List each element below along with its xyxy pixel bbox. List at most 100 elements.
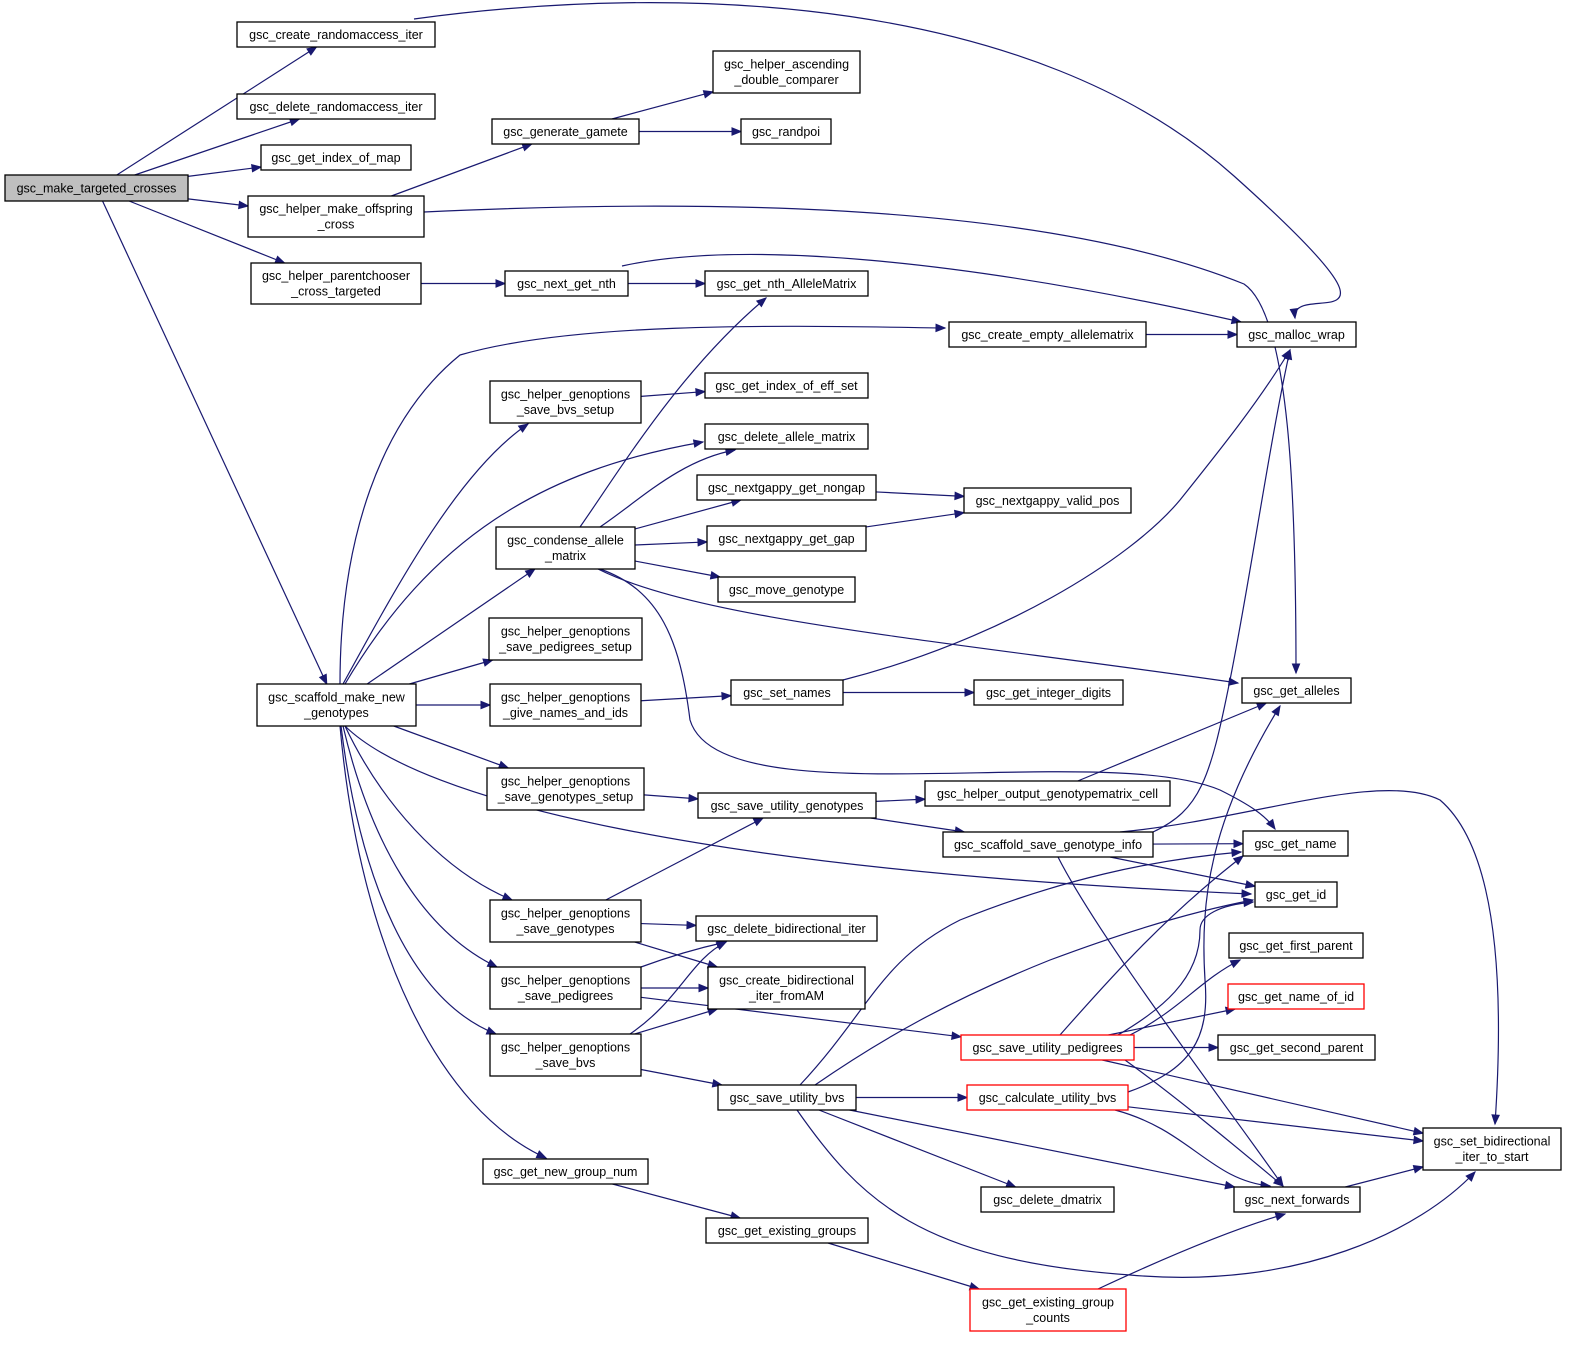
node-box	[489, 966, 642, 1010]
node-get_existing_group_counts[interactable]: gsc_get_existing_group_counts	[969, 1288, 1127, 1332]
node-save_genotypes_setup[interactable]: gsc_helper_genoptions_save_genotypes_set…	[486, 767, 645, 811]
node-calculate_utility_bvs[interactable]: gsc_calculate_utility_bvs	[966, 1084, 1129, 1111]
node-label: gsc_create_randomaccess_iter	[249, 28, 423, 42]
node-label: gsc_helper_make_offspring	[259, 202, 412, 216]
node-box	[924, 780, 1171, 807]
node-delete_allele_matrix[interactable]: gsc_delete_allele_matrix	[704, 423, 869, 450]
node-label: gsc_nextgappy_get_nongap	[708, 481, 865, 495]
edge-save_utility_bvs-to-next_forwards	[849, 1109, 1236, 1190]
edge-save_pedigrees-to-save_utility_pedigrees	[640, 996, 963, 1040]
edge-save_bvs-to-delete_bidirectional_iter	[629, 941, 728, 1035]
edge-generate_gamete-to-randpoi	[639, 127, 743, 136]
node-label: gsc_helper_genoptions	[501, 907, 630, 921]
node-label: gsc_randpoi	[752, 125, 820, 139]
node-save_utility_genotypes[interactable]: gsc_save_utility_genotypes	[697, 792, 877, 819]
node-label: gsc_set_names	[743, 686, 831, 700]
node-box	[1233, 1186, 1361, 1213]
node-create_empty_allelematrix[interactable]: gsc_create_empty_allelematrix	[948, 321, 1147, 348]
node-create_randomaccess_iter[interactable]: gsc_create_randomaccess_iter	[236, 21, 436, 48]
node-save_bvs_setup[interactable]: gsc_helper_genoptions_save_bvs_setup	[489, 380, 642, 424]
node-nextgappy_get_nongap[interactable]: gsc_nextgappy_get_nongap	[696, 474, 877, 501]
node-label: _save_bvs	[535, 1056, 596, 1070]
node-delete_randomaccess_iter[interactable]: gsc_delete_randomaccess_iter	[236, 93, 436, 120]
node-save_pedigrees[interactable]: gsc_helper_genoptions_save_pedigrees	[489, 966, 642, 1010]
node-set_names[interactable]: gsc_set_names	[730, 679, 844, 706]
node-label: gsc_scaffold_save_genotype_info	[954, 838, 1142, 852]
edge-scaffold_make_new_genotypes-to-condense_allele_matrix	[366, 568, 536, 685]
node-delete_bidirectional_iter[interactable]: gsc_delete_bidirectional_iter	[695, 915, 878, 942]
node-label: _save_pedigrees	[517, 989, 613, 1003]
node-next_forwards[interactable]: gsc_next_forwards	[1233, 1186, 1361, 1213]
node-get_existing_groups[interactable]: gsc_get_existing_groups	[705, 1217, 869, 1244]
node-box	[973, 679, 1124, 706]
node-malloc_wrap[interactable]: gsc_malloc_wrap	[1236, 321, 1357, 348]
node-box	[489, 899, 642, 943]
node-save_pedigrees_setup[interactable]: gsc_helper_genoptions_save_pedigrees_set…	[488, 617, 643, 661]
edge-scaffold_save_genotype_info-to-get_name	[1152, 839, 1245, 849]
node-save_utility_bvs[interactable]: gsc_save_utility_bvs	[717, 1084, 857, 1111]
node-get_index_of_map[interactable]: gsc_get_index_of_map	[260, 144, 412, 171]
edge-calculate_utility_bvs-to-get_alleles	[1127, 704, 1281, 1093]
node-get_first_parent[interactable]: gsc_get_first_parent	[1228, 932, 1364, 959]
node-nextgappy_valid_pos[interactable]: gsc_nextgappy_valid_pos	[963, 487, 1132, 514]
node-helper_output_genotypematrix_cell[interactable]: gsc_helper_output_genotypematrix_cell	[924, 780, 1171, 807]
node-label: gsc_move_genotype	[729, 583, 844, 597]
node-save_utility_pedigrees[interactable]: gsc_save_utility_pedigrees	[960, 1034, 1135, 1061]
node-label: gsc_helper_genoptions	[501, 974, 630, 988]
node-label: _cross	[317, 218, 355, 232]
edge-scaffold_save_genotype_info-to-get_id	[1109, 856, 1257, 889]
node-move_genotype[interactable]: gsc_move_genotype	[717, 576, 856, 603]
node-get_name[interactable]: gsc_get_name	[1242, 830, 1349, 857]
node-delete_dmatrix[interactable]: gsc_delete_dmatrix	[980, 1186, 1115, 1213]
node-box	[1422, 1127, 1562, 1171]
edge-save_utility_bvs-to-get_id	[814, 897, 1255, 1086]
edge-condense_allele_matrix-to-nextgappy_get_gap	[634, 537, 709, 547]
node-box	[740, 118, 832, 145]
edge-helper_output_genotypematrix_cell-to-get_alleles	[1077, 702, 1268, 782]
edge-calculate_utility_bvs-to-next_forwards	[1114, 1109, 1272, 1190]
node-randpoi[interactable]: gsc_randpoi	[740, 118, 832, 145]
node-helper_parentchooser[interactable]: gsc_helper_parentchooser_cross_targeted	[250, 262, 422, 305]
edge-layer	[101, 2, 1500, 1291]
edge-condense_allele_matrix-to-get_name	[599, 568, 1276, 831]
edge-save_utility_bvs-to-get_name	[799, 848, 1243, 1086]
node-label: _double_comparer	[733, 73, 838, 87]
node-scaffold_save_genotype_info[interactable]: gsc_scaffold_save_genotype_info	[942, 831, 1154, 858]
node-box	[960, 1034, 1135, 1061]
node-next_get_nth[interactable]: gsc_next_get_nth	[504, 270, 629, 297]
node-generate_gamete[interactable]: gsc_generate_gamete	[491, 118, 640, 145]
node-get_nth_AlleleMatrix[interactable]: gsc_get_nth_AlleleMatrix	[704, 270, 869, 297]
node-get_name_of_id[interactable]: gsc_get_name_of_id	[1227, 983, 1365, 1010]
node-give_names_and_ids[interactable]: gsc_helper_genoptions_give_names_and_ids	[489, 683, 642, 727]
node-label: gsc_create_empty_allelematrix	[961, 328, 1134, 342]
edge-set_names-to-malloc_wrap	[842, 348, 1291, 681]
node-helper_make_offspring_cross[interactable]: gsc_helper_make_offspring _cross	[247, 195, 425, 238]
node-label: gsc_nextgappy_valid_pos	[976, 494, 1120, 508]
edge-condense_allele_matrix-to-nextgappy_get_nongap	[634, 498, 743, 530]
node-label: gsc_get_name	[1254, 837, 1336, 851]
node-box	[1236, 321, 1357, 348]
node-save_bvs[interactable]: gsc_helper_genoptions_save_bvs	[489, 1033, 642, 1077]
node-helper_ascending_double_comparer[interactable]: gsc_helper_ascending_double_comparer	[712, 50, 861, 94]
node-get_alleles[interactable]: gsc_get_alleles	[1241, 677, 1352, 704]
node-save_genotypes[interactable]: gsc_helper_genoptions_save_genotypes	[489, 899, 642, 943]
edge-make_targeted_crosses-to-scaffold_make_new_genotypes	[101, 200, 328, 686]
node-get_index_of_eff_set[interactable]: gsc_get_index_of_eff_set	[704, 372, 869, 399]
node-box	[489, 683, 642, 727]
node-get_new_group_num[interactable]: gsc_get_new_group_num	[482, 1158, 649, 1185]
node-get_integer_digits[interactable]: gsc_get_integer_digits	[973, 679, 1124, 706]
node-nextgappy_get_gap[interactable]: gsc_nextgappy_get_gap	[706, 525, 867, 552]
node-create_bidirectional_iter_fromAM[interactable]: gsc_create_bidirectional_iter_fromAM	[707, 966, 866, 1010]
node-label: gsc_delete_bidirectional_iter	[707, 922, 865, 936]
node-label: gsc_get_index_of_map	[271, 151, 400, 165]
node-scaffold_make_new_genotypes[interactable]: gsc_scaffold_make_new_genotypes	[256, 683, 417, 727]
node-get_id[interactable]: gsc_get_id	[1254, 881, 1338, 908]
edge-save_utility_pedigrees-to-get_second_parent	[1134, 1043, 1220, 1052]
edge-scaffold_save_genotype_info-to-next_forwards	[1057, 856, 1284, 1188]
node-get_second_parent[interactable]: gsc_get_second_parent	[1217, 1034, 1376, 1061]
node-condense_allele_matrix[interactable]: gsc_condense_allele_matrix	[495, 526, 636, 570]
node-set_bidirectional_iter_to_start[interactable]: gsc_set_bidirectional_iter_to_start	[1422, 1127, 1562, 1171]
node-box	[260, 144, 412, 171]
node-make_targeted_crosses[interactable]: gsc_make_targeted_crosses	[4, 174, 189, 202]
edge-scaffold_make_new_genotypes-to-save_pedigrees	[342, 725, 499, 968]
